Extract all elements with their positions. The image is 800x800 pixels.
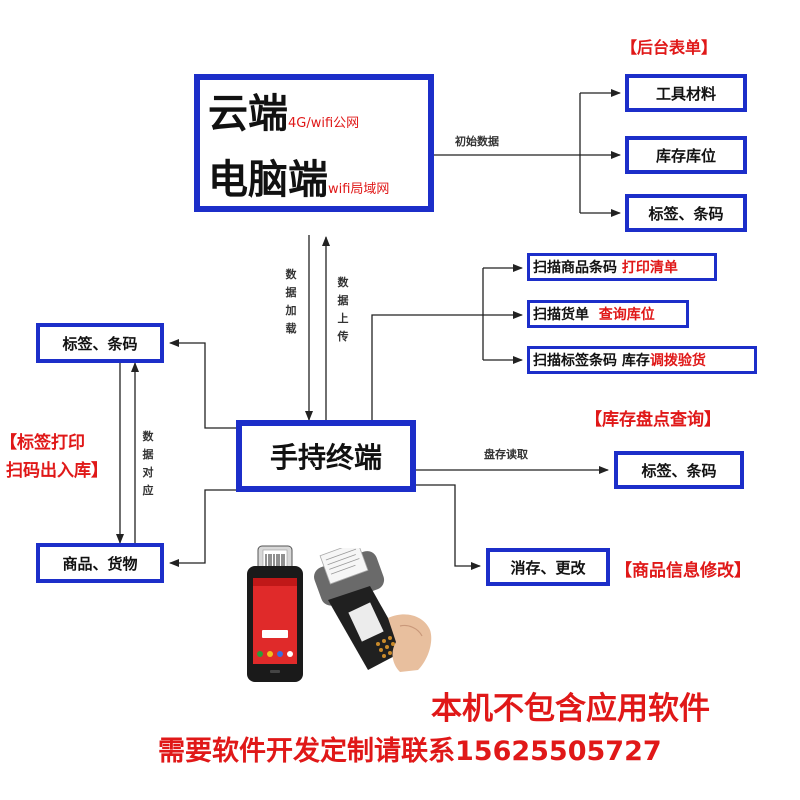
init-data-label: 初始数据 <box>455 135 499 148</box>
scan-item-3-text: 扫描标签条码 库存 <box>533 353 650 369</box>
left-goods-box: 商品、货物 <box>36 543 164 583</box>
left-label-box: 标签、条码 <box>36 323 164 363</box>
footer-notice: 本机不包含应用软件 <box>431 691 710 727</box>
scan-item-1-text: 扫描商品条码 <box>533 260 617 276</box>
inventory-label-box: 标签、条码 <box>614 451 744 489</box>
scan-item-3-red: 调拨验货 <box>649 353 706 369</box>
modify-title: 【商品信息修改】 <box>615 561 751 581</box>
cloud-pc-box: 云端4G/wifi公网 电脑端wifi局域网 <box>194 74 434 212</box>
footer-contact: 需要软件开发定制请联系15625505727 <box>158 736 662 767</box>
data-upload-label: 数据上传 <box>337 276 349 343</box>
scan-item-waybill: 扫描货单 查询库位 <box>527 300 689 328</box>
backend-item-tools: 工具材料 <box>625 74 747 112</box>
left-side-title-2: 扫码出入库】 <box>6 461 108 481</box>
stock-read-label: 盘存读取 <box>484 448 528 461</box>
data-match-label: 数据对应 <box>142 430 154 497</box>
pos-terminal-image <box>247 545 303 682</box>
cloud-network-label: 4G/wifi公网 <box>288 116 360 131</box>
backend-item-stock-location: 库存库位 <box>625 136 747 174</box>
cloud-title: 云端 <box>208 91 288 137</box>
handheld-terminal-box: 手持终端 <box>236 420 416 492</box>
pc-title: 电脑端 <box>208 157 328 203</box>
data-load-label: 数据加载 <box>285 268 297 335</box>
backend-title: 【后台表单】 <box>621 38 718 57</box>
scan-item-2-red: 查询库位 <box>598 307 655 323</box>
scan-item-2-text: 扫描货单 <box>533 307 589 323</box>
backend-item-labels: 标签、条码 <box>625 194 747 232</box>
scan-item-1-red: 打印清单 <box>621 260 678 276</box>
scan-item-goods-barcode: 扫描商品条码 打印清单 <box>527 253 717 281</box>
inventory-title: 【库存盘点查询】 <box>585 410 721 430</box>
scan-item-label-barcode: 扫描标签条码 库存调拨验货 <box>527 346 757 374</box>
handheld-printer-image <box>314 548 432 672</box>
pc-network-label: wifi局域网 <box>328 182 390 197</box>
left-side-title-1: 【标签打印 <box>0 433 85 453</box>
modify-box: 消存、更改 <box>486 548 610 586</box>
